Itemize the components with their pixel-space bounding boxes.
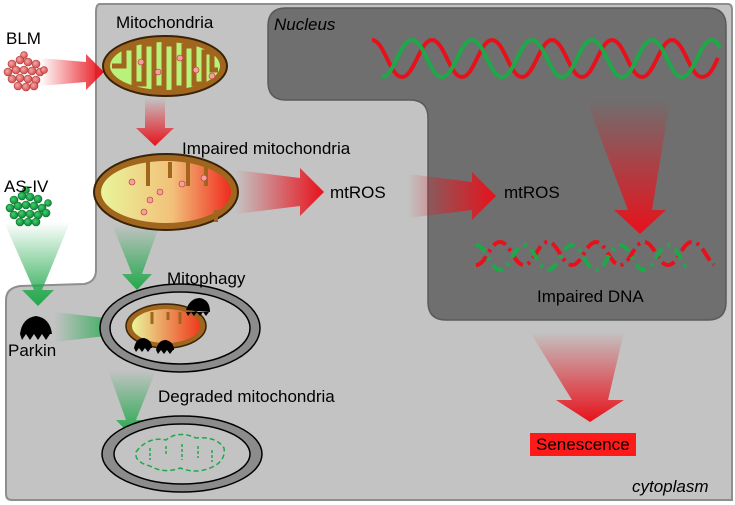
- arrow-impaired-to-mitophagy: [112, 224, 160, 290]
- arrow-blm-to-mito: [40, 54, 104, 90]
- blm-cluster-icon: [3, 51, 48, 92]
- arrow-mito-to-impaired: [136, 98, 174, 146]
- as-iv-label: AS-IV: [4, 177, 49, 196]
- nucleus: [267, 7, 727, 321]
- impaired-dna-red: [475, 239, 716, 268]
- blm-label: BLM: [6, 29, 41, 48]
- dna-strand-green: [381, 37, 722, 80]
- mitophagy-icon: [99, 283, 261, 373]
- arrow-dna-to-senescence: [530, 332, 624, 422]
- asiv-cluster-icon: [5, 186, 52, 227]
- mitophagy-label: Mitophagy: [167, 269, 246, 288]
- arrow-asiv-down: [4, 222, 70, 306]
- mtros-cytoplasm-label: mtROS: [330, 183, 386, 202]
- parkin-icon: [20, 316, 52, 340]
- arrow-mitophagy-to-degraded: [108, 370, 156, 436]
- parkin-label: Parkin: [8, 341, 57, 360]
- mtros-nucleus-label: mtROS: [504, 183, 560, 202]
- impaired-dna-green: [475, 242, 691, 273]
- mitochondria-icon: [102, 35, 228, 97]
- senescence-box: Senescence: [530, 433, 636, 456]
- degraded-mitochondria-icon: [101, 415, 263, 493]
- impaired-mitochondria-label: Impaired mitochondria: [182, 139, 351, 158]
- arrow-dna-to-impaired: [586, 100, 670, 234]
- mitochondria-label: Mitochondria: [116, 13, 214, 32]
- nucleus-label: Nucleus: [274, 15, 336, 34]
- dna-strand-red: [371, 37, 720, 80]
- degraded-mitochondria-label: Degraded mitochondria: [158, 387, 335, 406]
- arrow-mtros-to-nucleus: [408, 172, 496, 220]
- arrow-impaired-to-mtros: [236, 168, 324, 216]
- impaired-dna-label: Impaired DNA: [537, 287, 644, 306]
- impaired-mitochondria-icon: [93, 153, 239, 231]
- cytoplasm-label: cytoplasm: [632, 477, 709, 496]
